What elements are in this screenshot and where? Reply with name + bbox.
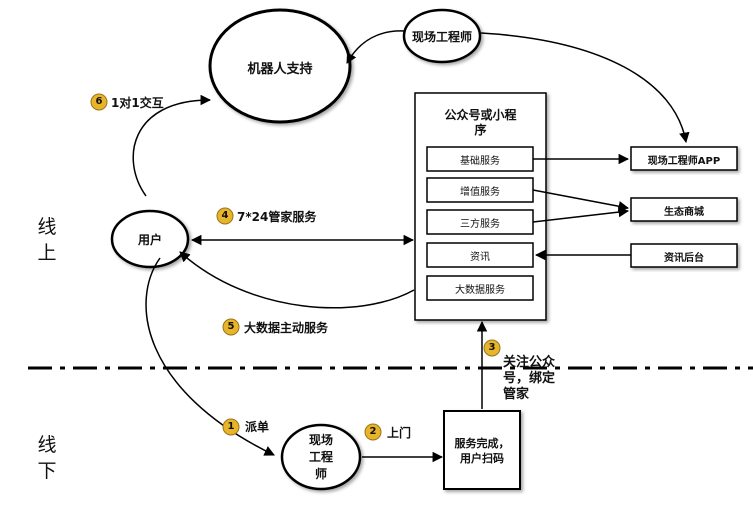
step-3-label-line3: 管家 — [503, 387, 530, 402]
field-engineer-bottom-line3: 师 — [314, 467, 327, 481]
user-label: 用户 — [137, 233, 162, 247]
user-node — [110, 209, 190, 269]
service-bigdata-label: 大数据服务 — [455, 285, 505, 296]
step-3-label: 关注公众 号，绑定 管家 — [503, 355, 555, 403]
engineer-app-box — [630, 146, 738, 171]
field-engineer-bottom-node — [280, 423, 362, 491]
arrow-value-to-mall — [532, 189, 630, 212]
platform-title-line1: 公众号或小程 — [444, 108, 517, 122]
zone-online-label: 线 上 — [35, 214, 59, 266]
step-badge-4 — [216, 207, 234, 225]
step-badge-2 — [364, 423, 382, 441]
arrow-engineer-to-robot — [346, 30, 405, 64]
platform-title-line2: 序 — [474, 123, 487, 137]
arrow-engineer-to-app — [480, 32, 690, 144]
news-backend-label: 资讯后台 — [664, 253, 704, 264]
service-third-party-label: 三方服务 — [460, 219, 500, 230]
engineer-app-label: 现场工程师APP — [647, 156, 721, 167]
step-badge-5 — [222, 318, 240, 336]
arrow-user-to-robot — [132, 94, 212, 197]
zone-online-char2: 上 — [37, 242, 57, 264]
arrow-third-to-mall — [532, 206, 630, 223]
zone-online-char1: 线 — [37, 216, 57, 238]
field-engineer-top-node — [402, 8, 482, 64]
zone-offline-label: 线 下 — [35, 432, 59, 484]
step-6-number: 6 — [95, 96, 103, 107]
step-badge-6 — [90, 93, 108, 111]
robot-support-label: 机器人支持 — [247, 62, 313, 77]
eco-mall-box — [630, 197, 738, 222]
service-basic-label: 基础服务 — [460, 156, 500, 167]
robot-support-node — [208, 8, 352, 124]
service-done-line1: 服务完成， — [454, 437, 510, 450]
zone-offline-char2: 下 — [37, 460, 57, 482]
field-engineer-bottom-line2: 工程 — [308, 450, 333, 464]
step-2-label: 上门 — [387, 426, 412, 440]
step-3-label-line1: 关注公众 — [503, 355, 556, 370]
eco-mall-label: 生态商城 — [664, 207, 704, 218]
step-5-number: 5 — [227, 321, 235, 332]
service-done-line2: 用户扫码 — [460, 452, 504, 465]
step-4-label: 7*24管家服务 — [237, 210, 317, 224]
step-badge-3 — [483, 339, 501, 357]
service-news-label: 资讯 — [470, 252, 490, 263]
step-1-label: 派单 — [245, 420, 270, 434]
step-4-number: 4 — [221, 210, 229, 221]
step-6-label: 1对1交互 — [111, 96, 164, 110]
field-engineer-bottom-label: 现场 工程 师 — [296, 432, 346, 483]
service-done-label: 服务完成， 用户扫码 — [444, 436, 520, 466]
arrow-bigdata-to-user — [179, 251, 415, 309]
platform-title: 公众号或小程 序 — [415, 108, 546, 138]
step-badge-1 — [222, 418, 240, 436]
zone-offline-char1: 线 — [37, 434, 57, 456]
service-bigdata-box — [426, 275, 534, 301]
service-news-box — [426, 242, 534, 268]
service-done-box — [443, 410, 521, 490]
field-engineer-bottom-line1: 现场 — [308, 433, 333, 447]
step-5-label: 大数据主动服务 — [244, 321, 329, 335]
field-engineer-top-label: 现场工程师 — [411, 30, 472, 44]
step-3-number: 3 — [488, 342, 496, 353]
step-1-number: 1 — [227, 421, 235, 432]
step-2-number: 2 — [369, 426, 377, 437]
service-basic-box — [426, 146, 534, 172]
step-3-label-line2: 号，绑定 — [503, 371, 556, 386]
service-third-party-box — [426, 209, 534, 235]
service-value-added-label: 增值服务 — [460, 187, 500, 198]
